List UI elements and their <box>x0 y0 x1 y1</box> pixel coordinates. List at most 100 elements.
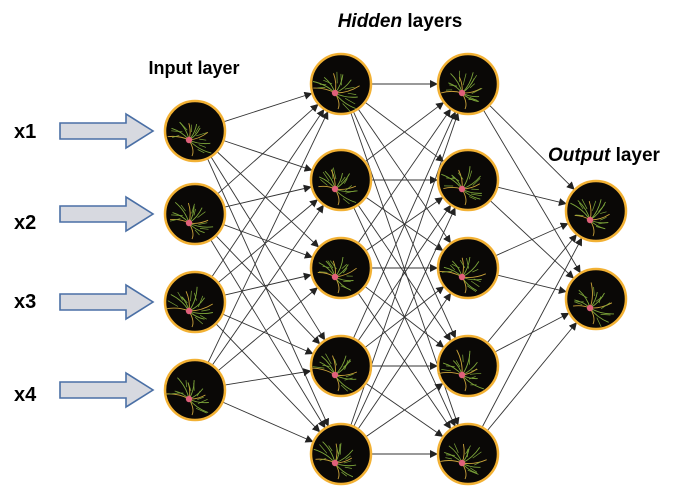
neuron-input-2 <box>163 182 227 246</box>
connection <box>497 186 567 206</box>
neuron-icon <box>163 182 227 246</box>
input-arrows <box>59 112 155 409</box>
input-arrow-3 <box>59 283 155 321</box>
soma <box>185 307 193 315</box>
input-arrow-4 <box>59 371 155 409</box>
connection <box>353 207 456 427</box>
connection <box>486 322 577 432</box>
connection <box>211 108 325 278</box>
connection <box>357 204 452 342</box>
soma <box>458 459 466 467</box>
soma <box>185 136 193 144</box>
soma <box>458 89 466 97</box>
connection <box>357 204 452 342</box>
soma <box>331 273 339 281</box>
neuron-hidden2-1 <box>436 52 500 116</box>
input-label-x1: x1 <box>14 121 36 143</box>
hidden-layers-title-emph: Hidden <box>338 11 402 32</box>
neuron-icon <box>163 358 227 422</box>
neuron-hidden1-3 <box>309 236 373 300</box>
neuron-icon <box>436 52 500 116</box>
connection <box>489 200 575 279</box>
connection <box>224 184 312 208</box>
connection <box>210 156 326 341</box>
neuron-hidden2-5 <box>436 422 500 486</box>
connection <box>365 382 444 437</box>
connection <box>495 222 569 257</box>
connection <box>217 199 318 284</box>
connection <box>365 383 444 438</box>
soma <box>458 273 466 281</box>
connection <box>365 196 444 251</box>
soma <box>185 219 193 227</box>
neuron-input-4 <box>163 358 227 422</box>
neuron-hidden2-4 <box>436 334 500 398</box>
connection <box>215 235 321 345</box>
connection <box>365 197 444 252</box>
neuron-icon <box>436 148 500 212</box>
connection <box>481 237 583 428</box>
hidden-layers-title: Hidden layers <box>338 11 463 32</box>
connection <box>488 104 575 190</box>
connection <box>222 401 314 443</box>
neuron-hidden2-3 <box>436 236 500 300</box>
connection <box>207 111 329 364</box>
output-layer-title: Output layer <box>548 145 661 166</box>
neuron-hidden1-5 <box>309 422 373 486</box>
neuron-input-3 <box>163 270 227 334</box>
neurons <box>163 52 628 486</box>
neuron-icon <box>564 267 628 331</box>
neuron-icon <box>309 236 373 300</box>
connection <box>211 204 324 366</box>
neuron-icon <box>436 334 500 398</box>
connection <box>217 287 318 372</box>
neuron-hidden1-1 <box>309 52 373 116</box>
connection <box>223 140 313 172</box>
neuron-input-1 <box>163 99 227 163</box>
neuron-icon <box>564 179 628 243</box>
neuron-icon <box>163 270 227 334</box>
connection <box>364 285 445 348</box>
hidden-layers-title-rest: layers <box>402 11 462 32</box>
connection <box>357 108 451 244</box>
input-label-x3: x3 <box>14 291 36 313</box>
soma <box>331 89 339 97</box>
output-layer-title-rest: layer <box>610 145 660 166</box>
connection <box>216 151 320 248</box>
neuron-icon <box>436 236 500 300</box>
soma <box>586 304 594 312</box>
soma <box>586 216 594 224</box>
connection <box>497 274 567 294</box>
soma <box>458 371 466 379</box>
connection <box>364 101 445 162</box>
input-label-x2: x2 <box>14 212 36 234</box>
connection <box>486 234 577 344</box>
input-layer-title: Input layer <box>148 58 239 78</box>
connection <box>357 292 452 430</box>
neuron-output-2 <box>564 267 628 331</box>
connection <box>357 108 451 244</box>
input-label-x4: x4 <box>14 384 37 406</box>
input-arrow-1 <box>59 112 155 150</box>
output-layer-title-emph: Output <box>548 145 611 166</box>
connection <box>224 368 312 386</box>
connection <box>482 109 581 274</box>
connection <box>217 103 319 195</box>
connection <box>364 102 445 163</box>
neuron-icon <box>309 422 373 486</box>
connection <box>357 292 452 430</box>
soma <box>458 185 466 193</box>
connections <box>206 80 583 458</box>
neuron-hidden1-4 <box>309 334 373 398</box>
connection <box>222 223 313 259</box>
connection <box>223 91 313 123</box>
neuron-output-1 <box>564 179 628 243</box>
input-arrow-2 <box>59 195 155 233</box>
connection <box>222 313 314 355</box>
soma <box>185 395 193 403</box>
neuron-icon <box>309 334 373 398</box>
soma <box>331 371 339 379</box>
connection <box>206 158 329 427</box>
connection <box>352 111 457 339</box>
